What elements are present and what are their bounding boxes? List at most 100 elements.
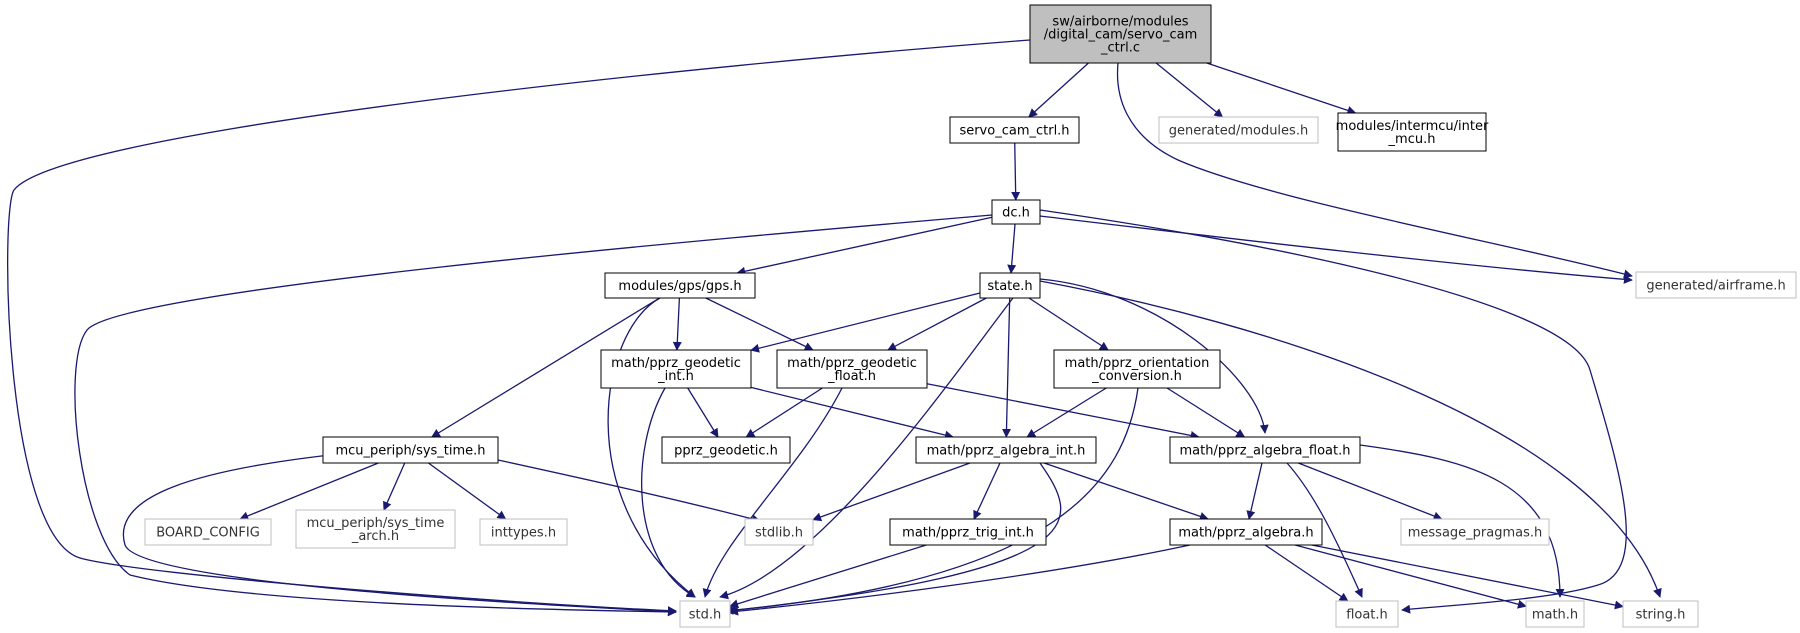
node-math-h: math.h [1525, 600, 1585, 628]
node-box [604, 272, 756, 299]
node-label: servo_cam_ctrl.h [959, 124, 1069, 139]
node-box [600, 349, 752, 389]
edge-pprz-algebra-h-to-float-h [1264, 544, 1349, 602]
edge-state-h-to-pprz-orientation-conversion-h [1028, 297, 1109, 351]
edge-pprz-algebra-float-h-to-message-pragmas-h [1298, 462, 1443, 521]
edge-state-h-to-pprz-algebra-float-h [1039, 278, 1269, 434]
node-pprz-geodetic-float-h[interactable]: math/pprz_geodetic_float.h [776, 349, 928, 389]
node-label: math/pprz_geodetic [787, 356, 917, 371]
node-box [1053, 349, 1221, 389]
node-label: float.h [1346, 608, 1388, 623]
edge-pprz-orientation-conversion-h-to-pprz-algebra-float-h [1166, 387, 1246, 438]
edge-gps-h-to-sys-time-h [431, 297, 660, 438]
edge-pprz-algebra-h-to-math-h [1294, 544, 1527, 609]
node-box [915, 436, 1097, 464]
edge-servo-cam-ctrl-h-to-dc-h [1011, 142, 1021, 201]
edge-pprz-geodetic-float-h-to-pprz-geodetic-h [745, 387, 823, 438]
node-dc-h[interactable]: dc.h [991, 199, 1041, 225]
node-box [679, 600, 731, 628]
node-box [322, 436, 499, 464]
node-label: stdlib.h [755, 526, 803, 541]
edge-pprz-geodetic-int-h-to-std-h [641, 387, 696, 598]
node-pprz-geodetic-h[interactable]: pprz_geodetic.h [661, 436, 791, 464]
node-float-h: float.h [1335, 600, 1399, 628]
edge-state-h-to-string-h [1039, 280, 1662, 598]
node-inter-mcu-h[interactable]: modules/intermcu/inter_mcu.h [1336, 112, 1489, 152]
node-label: /digital_cam/servo_cam [1044, 28, 1197, 43]
node-pprz-algebra-int-h[interactable]: math/pprz_algebra_int.h [915, 436, 1097, 464]
node-servo-cam-ctrl-c[interactable]: sw/airborne/modules/digital_cam/servo_ca… [1029, 4, 1212, 64]
edge-sys-time-h-to-inttypes-h [428, 462, 507, 520]
node-label: _arch.h [351, 529, 399, 544]
node-label: _ctrl.c [1100, 41, 1140, 56]
node-std-h: std.h [679, 600, 731, 628]
node-message-pragmas-h: message_pragmas.h [1400, 518, 1550, 546]
node-pprz-algebra-h[interactable]: math/pprz_algebra.h [1169, 518, 1323, 546]
node-box [1158, 116, 1319, 144]
node-board-config: BOARD_CONFIG [144, 518, 272, 546]
node-label: math/pprz_geodetic [611, 356, 741, 371]
node-label: mcu_periph/sys_time [307, 516, 445, 531]
edge-dc-h-to-generated-airframe-h [1039, 215, 1633, 284]
edge-pprz-geodetic-int-h-to-pprz-geodetic-h [687, 387, 719, 438]
node-box [1635, 271, 1797, 299]
edge-state-h-to-std-h [719, 297, 1014, 600]
edge-pprz-algebra-h-to-string-h [1311, 544, 1624, 610]
node-box [979, 272, 1041, 299]
edge-pprz-geodetic-float-h-to-std-h [702, 387, 843, 598]
node-box [661, 436, 791, 464]
edge-state-h-to-pprz-geodetic-float-h [887, 297, 987, 351]
edge-pprz-algebra-float-h-to-float-h [1286, 462, 1363, 598]
node-box [744, 518, 814, 546]
node-pprz-algebra-float-h[interactable]: math/pprz_algebra_float.h [1169, 436, 1361, 464]
node-label: inttypes.h [491, 526, 556, 541]
node-pprz-geodetic-int-h[interactable]: math/pprz_geodetic_int.h [600, 349, 752, 389]
edge-pprz-geodetic-float-h-to-pprz-algebra-float-h [926, 383, 1200, 440]
node-label: generated/airframe.h [1646, 279, 1785, 294]
node-servo-cam-ctrl-h[interactable]: servo_cam_ctrl.h [949, 116, 1080, 144]
node-label: generated/modules.h [1169, 124, 1308, 139]
edge-sys-time-h-to-std-h [122, 454, 677, 617]
node-label: math/pprz_algebra_float.h [1180, 444, 1351, 459]
node-label: modules/gps/gps.h [618, 279, 741, 294]
node-label: sw/airborne/modules [1052, 15, 1188, 30]
edge-pprz-geodetic-int-h-to-pprz-algebra-int-h [750, 386, 954, 440]
edge-pprz-algebra-int-h-to-pprz-trig-int-h [973, 462, 1001, 520]
edge-servo-cam-ctrl-c-to-servo-cam-ctrl-h [1028, 62, 1089, 118]
edge-gps-h-to-pprz-geodetic-int-h [672, 297, 682, 351]
edge-pprz-trig-int-h-to-std-h [729, 544, 927, 609]
node-box [1029, 4, 1212, 64]
edge-servo-cam-ctrl-c-to-inter-mcu-h [1206, 62, 1357, 115]
node-box [1169, 518, 1323, 546]
node-state-h[interactable]: state.h [979, 272, 1041, 299]
node-label: modules/intermcu/inter [1336, 119, 1489, 134]
node-generated-airframe-h: generated/airframe.h [1635, 271, 1797, 299]
node-inttypes-h: inttypes.h [479, 518, 568, 546]
edge-pprz-algebra-h-to-std-h [729, 544, 1191, 616]
node-gps-h[interactable]: modules/gps/gps.h [604, 272, 756, 299]
edge-pprz-algebra-float-h-to-math-h [1359, 444, 1565, 598]
edge-gps-h-to-pprz-geodetic-float-h [705, 297, 814, 351]
edge-pprz-algebra-float-h-to-pprz-algebra-h [1246, 462, 1263, 520]
node-label: _conversion.h [1091, 369, 1182, 384]
edge-pprz-algebra-int-h-to-stdlib-h [812, 462, 971, 522]
node-stdlib-h: stdlib.h [744, 518, 814, 546]
node-sys-time-h[interactable]: mcu_periph/sys_time.h [322, 436, 499, 464]
edge-servo-cam-ctrl-c-to-generated-modules-h [1155, 62, 1224, 118]
node-pprz-orientation-conversion-h[interactable]: math/pprz_orientation_conversion.h [1053, 349, 1221, 389]
node-box [991, 199, 1041, 225]
node-pprz-trig-int-h[interactable]: math/pprz_trig_int.h [889, 518, 1047, 546]
node-label: state.h [987, 279, 1032, 294]
node-string-h: string.h [1622, 600, 1699, 628]
node-label: dc.h [1002, 206, 1030, 221]
node-label: BOARD_CONFIG [156, 526, 260, 541]
node-box [776, 349, 928, 389]
edge-sys-time-h-to-board-config [239, 462, 379, 521]
node-generated-modules-h: generated/modules.h [1158, 116, 1319, 144]
node-label: math/pprz_algebra_int.h [927, 444, 1086, 459]
node-box [144, 518, 272, 546]
edge-pprz-algebra-int-h-to-pprz-algebra-h [1043, 462, 1209, 521]
node-box [1622, 600, 1699, 628]
edge-sys-time-h-to-sys-time-arch-h [383, 462, 406, 511]
node-box [1337, 112, 1487, 152]
